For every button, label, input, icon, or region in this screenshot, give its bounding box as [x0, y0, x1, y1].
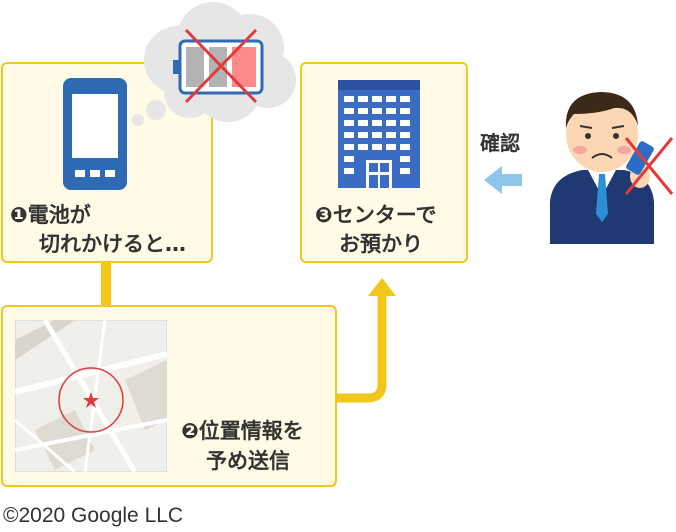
arrow-up-icon: [368, 278, 396, 296]
step1-text-line2: 切れかけると…: [39, 232, 186, 256]
step2-marker: ❷: [181, 419, 199, 443]
map-location-icon: [15, 320, 167, 472]
confirm-label: 確認: [480, 131, 520, 155]
smartphone-icon: [63, 78, 127, 190]
copyright-text: ©2020 Google LLC: [3, 504, 184, 527]
office-building-icon: [338, 80, 420, 188]
low-battery-crossed-icon: [173, 28, 264, 104]
arrow-left-icon: [484, 166, 522, 194]
building-windows: [344, 96, 410, 174]
step1-marker: ❶: [10, 203, 28, 227]
step2-text-line1: ❷位置情報を: [181, 419, 304, 443]
step3-marker: ❸: [315, 203, 333, 227]
step1-text-line1: ❶電池が: [10, 203, 91, 227]
location-star-icon: [83, 392, 99, 408]
step3-text-line1: ❸センターで: [315, 203, 437, 227]
worried-businessman-icon: [550, 92, 674, 244]
step2-text-line2: 予め送信: [206, 449, 290, 473]
step3-text-line2: お預かり: [339, 232, 423, 256]
location-radius: [58, 367, 124, 433]
